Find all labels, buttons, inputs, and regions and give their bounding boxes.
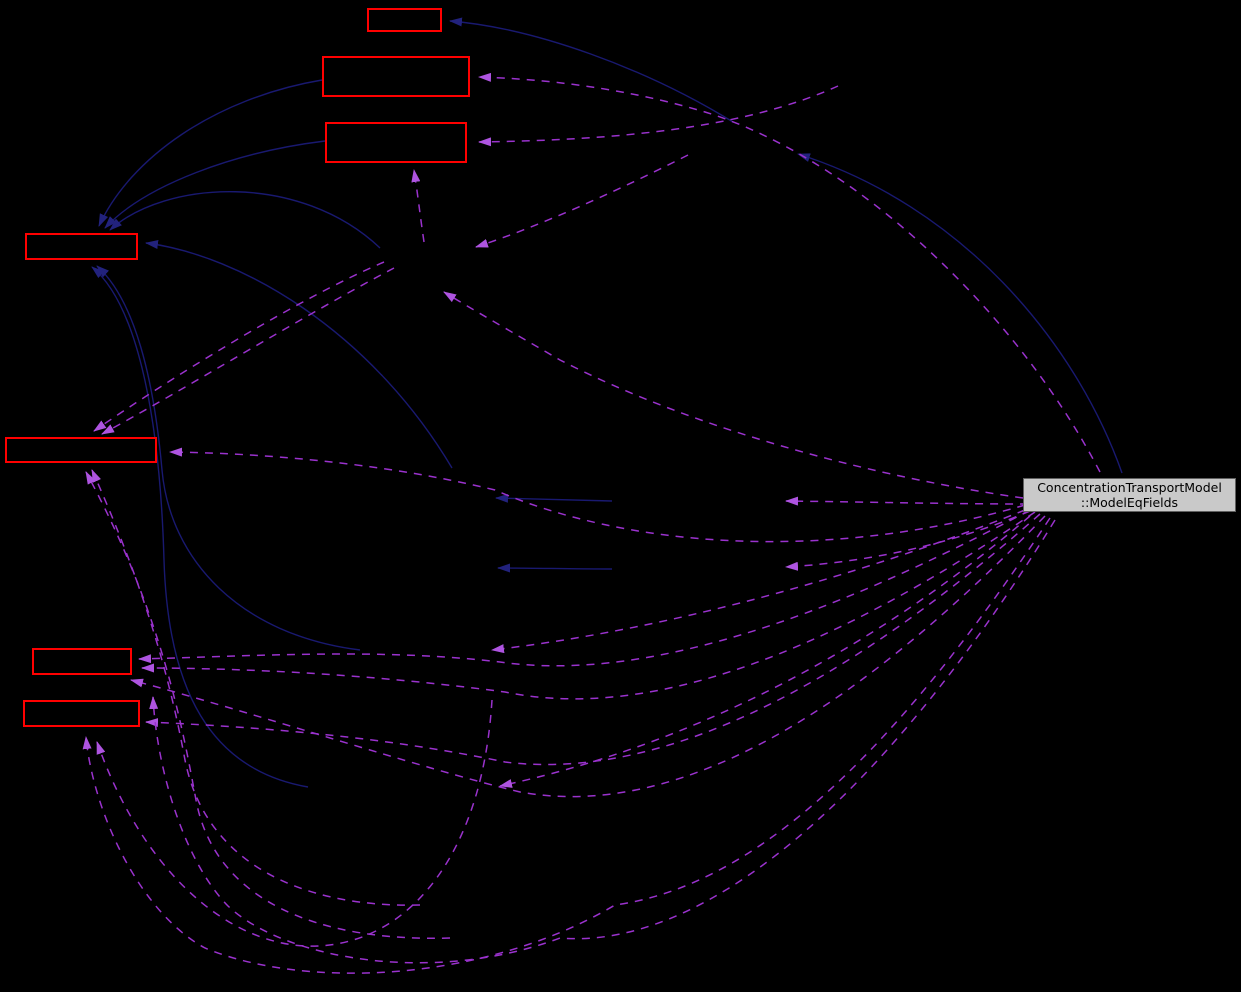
usage-edge [443,291,1024,499]
usage-edge [141,511,1036,700]
usage-edge [82,517,1051,974]
usage-edge [491,509,1026,654]
usage-edge [138,509,1031,667]
usage-edge [130,515,1046,798]
main-class-label-line2: ::ModelEqFields [1080,495,1179,510]
inheritance-edge [497,563,613,573]
usage-edge [785,496,1029,506]
usage-edge [785,510,1031,571]
related-class-2-node[interactable] [322,56,470,97]
main-class-node[interactable]: ConcentrationTransportModel ::ModelEqFie… [1023,478,1236,512]
inheritance-edge [109,191,381,249]
related-class-4-node[interactable] [25,233,138,260]
usage-edge [93,261,385,432]
usage-edge [101,267,395,435]
usage-edge [149,519,1056,964]
inheritance-edge [98,79,323,227]
usage-edge [478,85,839,147]
usage-edge [91,469,421,906]
usage-edge [478,72,1101,473]
usage-edge [96,699,493,947]
usage-edge [411,169,425,243]
inheritance-edge [449,17,734,123]
related-class-3-node[interactable] [325,122,467,163]
usage-edge [145,513,1041,766]
related-class-7-node[interactable] [23,700,140,727]
usage-edge [499,515,1031,788]
related-class-6-node[interactable] [32,648,132,675]
usage-edge [169,447,1026,543]
related-class-5-node[interactable] [5,437,157,463]
main-class-label-line1: ConcentrationTransportModel [1037,480,1222,495]
usage-edge [85,471,451,940]
usage-edge [475,154,689,248]
inheritance-edge [104,140,326,229]
inheritance-edge [145,240,453,469]
edge-group [82,17,1123,974]
inheritance-edge [797,153,1123,474]
related-class-1-node[interactable] [367,8,442,32]
inheritance-edge [495,493,613,503]
